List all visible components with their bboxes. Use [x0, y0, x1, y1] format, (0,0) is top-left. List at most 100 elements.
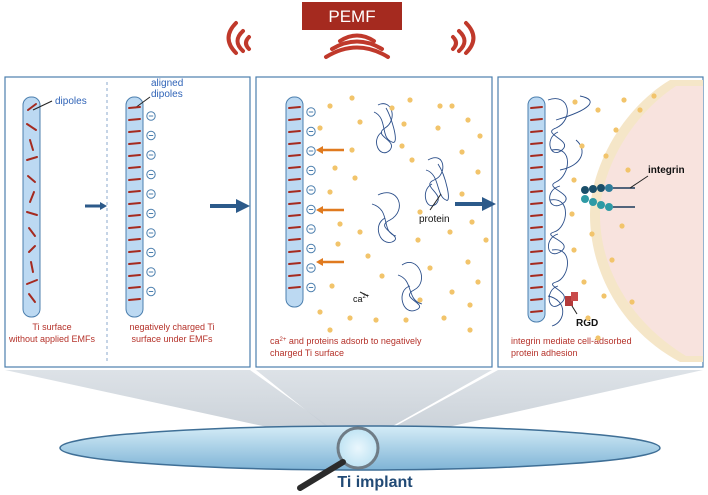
calcium-ion [357, 229, 363, 235]
calcium-ion [603, 153, 609, 159]
aligned-dipole [128, 178, 141, 181]
projection-beams [5, 370, 703, 440]
calcium-ion [427, 265, 433, 271]
calcium-ion [459, 149, 465, 155]
aligned-dipole [128, 106, 141, 109]
ti-plate-adsorb [285, 96, 304, 308]
calcium-ion [417, 297, 423, 303]
protein-cluster-1 [371, 103, 449, 312]
calcium-ion [403, 317, 409, 323]
aligned-dipole [530, 106, 543, 109]
aligned-dipole [128, 166, 141, 169]
ion-arrows [316, 146, 344, 266]
calcium-ion [349, 95, 355, 101]
aligned-dipole [288, 190, 301, 193]
calcium-ion [613, 127, 619, 133]
calcium-ion [332, 165, 338, 171]
calcium-ion [447, 229, 453, 235]
aligned-dipole [530, 142, 543, 145]
aligned-dipole [530, 262, 543, 265]
calcium-ion [581, 279, 587, 285]
aligned-dipole [288, 154, 301, 157]
aligned-dipole [530, 298, 543, 301]
aligned-dipole [530, 274, 543, 277]
magnifier-handle [297, 459, 346, 491]
aligned-dipole [288, 238, 301, 241]
calcium-ion [585, 315, 591, 321]
calcium-ion [449, 103, 455, 109]
ti-implant-label: Ti implant [337, 474, 413, 491]
calcium-ion [399, 143, 405, 149]
aligned-dipole [128, 154, 141, 157]
caption-adsorb-line1: ca2+ and proteins adsorb to negatively [270, 336, 422, 346]
caption-ti-surface-line1: Ti surface [32, 322, 71, 332]
calcium-ion [337, 221, 343, 227]
aligned-dipole [128, 262, 141, 265]
particle-layer [128, 93, 657, 341]
aligned-dipole [128, 202, 141, 205]
aligned-dipole [530, 310, 543, 313]
random-dipoles [26, 103, 38, 303]
aligned-dipole [530, 118, 543, 121]
aligned-dipole [288, 226, 301, 229]
aligned-dipole [128, 214, 141, 217]
cell-body [600, 86, 703, 356]
calcium-ion [417, 209, 423, 215]
aligned-dipole [530, 286, 543, 289]
aligned-dipole [530, 154, 543, 157]
pemf-title-box: PEMF [302, 2, 402, 30]
calcium-ion [475, 169, 481, 175]
ti-implant: Ti implant [59, 425, 661, 491]
calcium-ion [349, 147, 355, 153]
calcium-ion [465, 117, 471, 123]
aligned-dipole [288, 142, 301, 145]
calcium-ion [571, 177, 577, 183]
calcium-ion [579, 143, 585, 149]
aligned-dipole [530, 190, 543, 193]
calcium-ion [601, 293, 607, 299]
calcium-ion [572, 99, 578, 105]
aligned-dipole [530, 226, 543, 229]
calcium-ion [347, 315, 353, 321]
calcium-ion [449, 289, 455, 295]
calcium-ion [352, 175, 358, 181]
calcium-ion [569, 211, 575, 217]
calcium-ion [409, 157, 415, 163]
calcium-ion [335, 241, 341, 247]
aligned-dipole [530, 250, 543, 253]
calcium-ion [357, 119, 363, 125]
aligned-dipole [128, 274, 141, 277]
calcium-ion [465, 259, 471, 265]
calcium-ion [437, 103, 443, 109]
protein-layer [547, 95, 591, 327]
aligned-dipole [128, 226, 141, 229]
calcium-ion [401, 121, 407, 127]
ti-plate-left [22, 96, 41, 318]
calcium-ion [407, 97, 413, 103]
calcium-ion [467, 327, 473, 333]
calcium-ion [441, 315, 447, 321]
calcium-ion [317, 125, 323, 131]
calcium-ion [571, 247, 577, 253]
aligned-label-line1: aligned [151, 78, 183, 89]
calcium-ion [327, 189, 333, 195]
calcium-ion [415, 237, 421, 243]
aligned-dipole [288, 166, 301, 169]
shift-arrow-small [85, 202, 107, 210]
aligned-dipole [530, 130, 543, 133]
aligned-dipole [288, 118, 301, 121]
aligned-dipole [288, 286, 301, 289]
calcium-ion [621, 97, 627, 103]
aligned-dipole [288, 202, 301, 205]
rgd-label: RGD [576, 318, 598, 329]
arrow-panel2-to-panel3 [455, 197, 496, 211]
rgd-marker [565, 292, 578, 306]
aligned-dipole [288, 274, 301, 277]
caption-charged-line2: surface under EMFs [131, 334, 213, 344]
calcium-ion [365, 253, 371, 259]
calcium-ion [595, 335, 601, 341]
calcium-ion [459, 191, 465, 197]
calcium-ion [629, 299, 635, 305]
calcium-ion [619, 223, 625, 229]
